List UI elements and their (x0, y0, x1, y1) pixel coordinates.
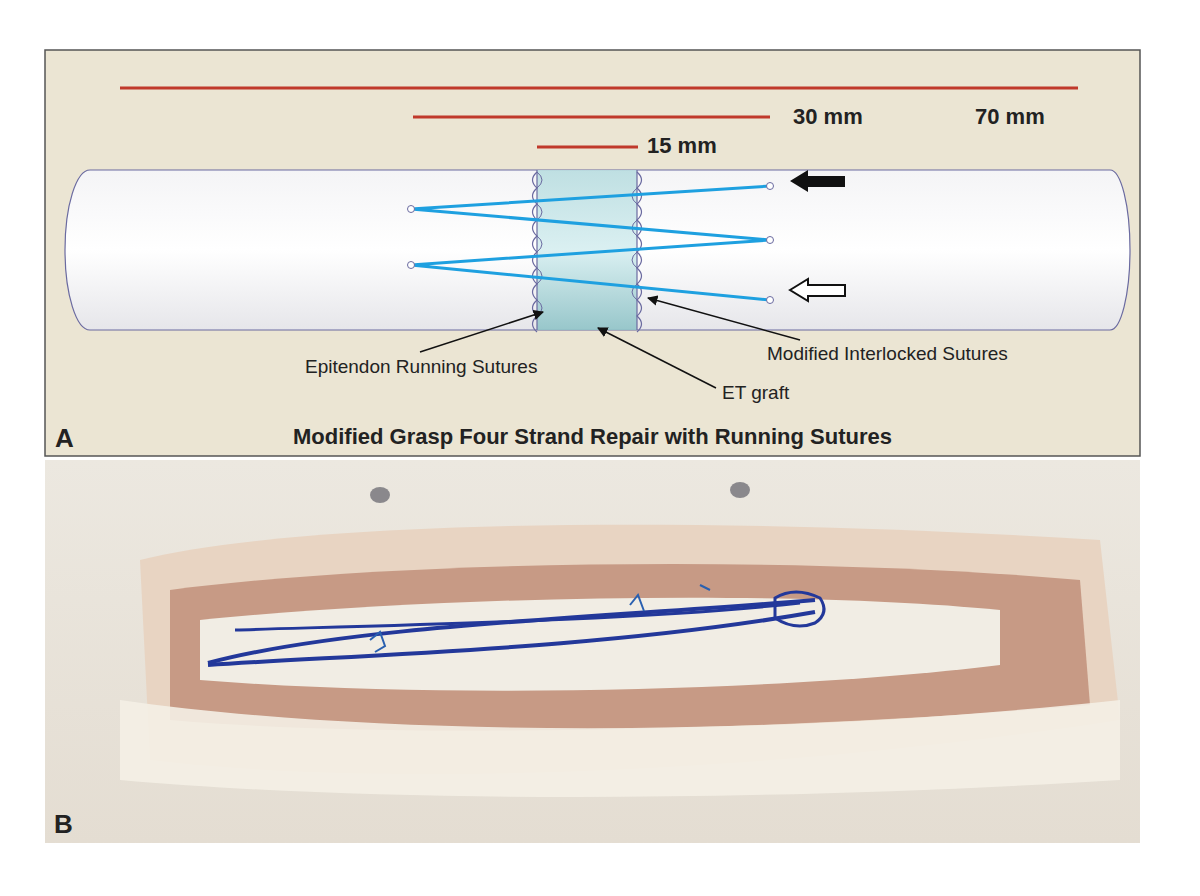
open-arrow (790, 279, 845, 301)
panel-a (45, 50, 1140, 456)
photo-panel (45, 460, 1140, 843)
dimension-label: 15 mm (647, 133, 717, 158)
dimension-label: 30 mm (793, 104, 863, 129)
part-label: ET graft (722, 382, 789, 404)
suture-strand (235, 603, 800, 630)
running-suture (537, 172, 542, 316)
suture-point (767, 237, 774, 244)
graft-edge (536, 170, 537, 330)
running-suture (632, 188, 637, 300)
skin-edge (120, 700, 1120, 797)
suture-point (408, 206, 415, 213)
graft-suture (370, 585, 710, 652)
dimension-line (413, 116, 770, 119)
interlocked-suture (533, 172, 538, 332)
part-label: Modified Interlocked Sutures (767, 343, 1008, 365)
suture-knot (775, 592, 824, 626)
dimension-line (537, 146, 638, 149)
dimension-label: 70 mm (975, 104, 1045, 129)
tendon (65, 170, 1130, 330)
interlocked-suture (637, 172, 642, 332)
skin-mark (730, 482, 750, 498)
leader-line (598, 328, 716, 388)
leader-line (648, 298, 800, 340)
tendon-photo (200, 598, 1000, 691)
dimension-line (120, 87, 1078, 90)
suture-point (408, 262, 415, 269)
wound (170, 564, 1090, 731)
leader-line (420, 312, 543, 352)
panel-letter: A (55, 424, 74, 454)
skin-mark (370, 487, 390, 503)
suture-strand (208, 600, 815, 663)
part-label: Epitendon Running Sutures (305, 356, 537, 378)
suture-point (767, 297, 774, 304)
suture-point (767, 183, 774, 190)
filled-arrow (790, 170, 845, 192)
panel-letter: B (54, 810, 73, 840)
core-suture (411, 186, 770, 300)
figure-caption: Modified Grasp Four Strand Repair with R… (45, 424, 1140, 449)
